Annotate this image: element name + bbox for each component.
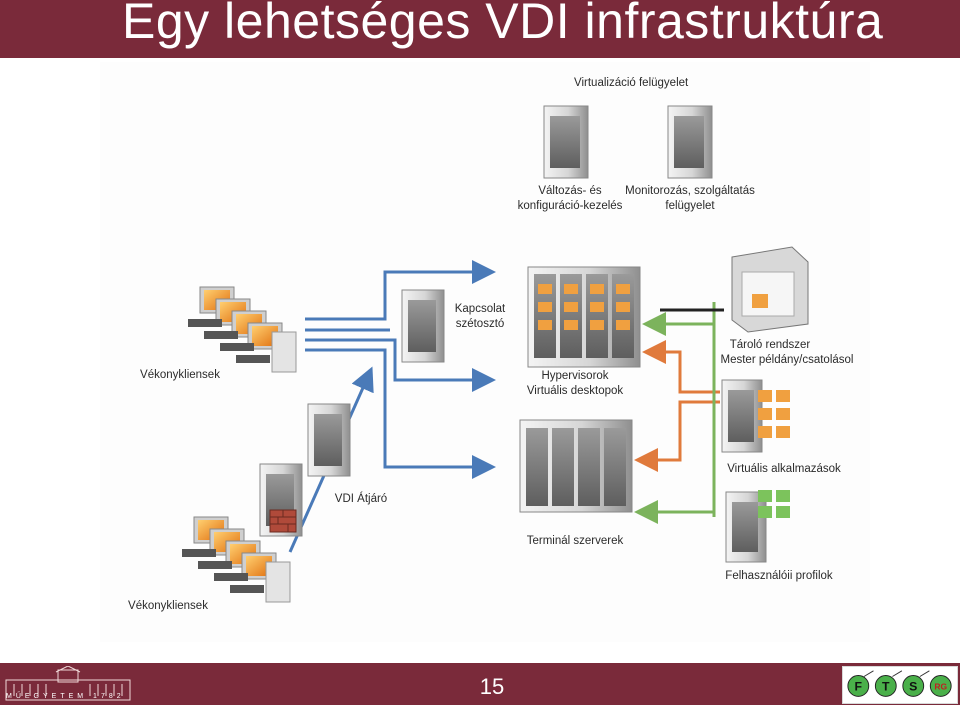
change-config-label-1: Változás- és — [538, 185, 602, 197]
terminal-server-rack-icon — [519, 419, 633, 513]
connection-broker-label-1: Kapcsolat — [454, 303, 506, 315]
storage-system-icon — [731, 246, 809, 333]
user-profiles-server-icon — [725, 490, 790, 563]
svg-text:T: T — [882, 680, 890, 694]
vdi-diagram: Virtualizáció felügyelet Változás- és ko… — [100, 62, 870, 642]
svg-text:S: S — [909, 680, 917, 694]
terminal-servers-label: Terminál szerverek — [526, 535, 624, 547]
thin-clients-top-icon — [188, 286, 297, 373]
firewall-icon — [269, 509, 297, 533]
vdi-gateway-label: VDI Átjáró — [334, 493, 388, 505]
hypervisor-rack-icon — [527, 266, 641, 368]
blue-arrows — [288, 260, 496, 553]
hypervisors-label-2: Virtuális desktopok — [526, 385, 624, 397]
diagram-graphics — [182, 105, 809, 603]
connection-broker-label-2: szétosztó — [455, 318, 505, 330]
change-config-label-2: konfiguráció-kezelés — [517, 200, 623, 212]
footer-bar — [0, 663, 960, 705]
svg-text:RG: RG — [934, 682, 947, 692]
virtual-apps-server-icon — [721, 379, 790, 453]
orange-arrows — [634, 340, 720, 472]
svg-text:F: F — [855, 680, 863, 694]
change-config-server-icon — [543, 105, 589, 179]
slide-title: Egy lehetséges VDI infrastruktúra — [122, 0, 884, 49]
title-bar — [0, 0, 960, 58]
page-number: 15 — [479, 674, 505, 699]
university-building-logo — [5, 666, 131, 701]
university-caption: MŰEGYETEM 1782 — [6, 693, 125, 700]
monitoring-label-1: Monitorozás, szolgáltatás — [625, 185, 755, 197]
virtual-apps-label: Virtuális alkalmazások — [727, 463, 841, 475]
storage-label-2: Mester példány/csatolásol — [720, 354, 854, 366]
user-profiles-label: Felhasználóii profilok — [725, 570, 833, 582]
virtualization-management-label: Virtualizáció felügyelet — [574, 77, 689, 89]
connection-broker-server-icon — [401, 289, 445, 363]
thin-clients-bottom-icon — [182, 516, 291, 603]
hypervisors-label-1: Hypervisorok — [541, 370, 609, 382]
storage-label-1: Tároló rendszer — [729, 339, 811, 351]
thin-clients-bottom-label: Vékonykliensek — [128, 600, 208, 612]
monitoring-label-2: felügyelet — [665, 200, 715, 212]
ftsrg-logo: F T S RG — [842, 666, 958, 704]
green-arrows — [634, 302, 716, 524]
monitoring-server-icon — [667, 105, 713, 179]
thin-clients-top-label: Vékonykliensek — [140, 369, 220, 381]
